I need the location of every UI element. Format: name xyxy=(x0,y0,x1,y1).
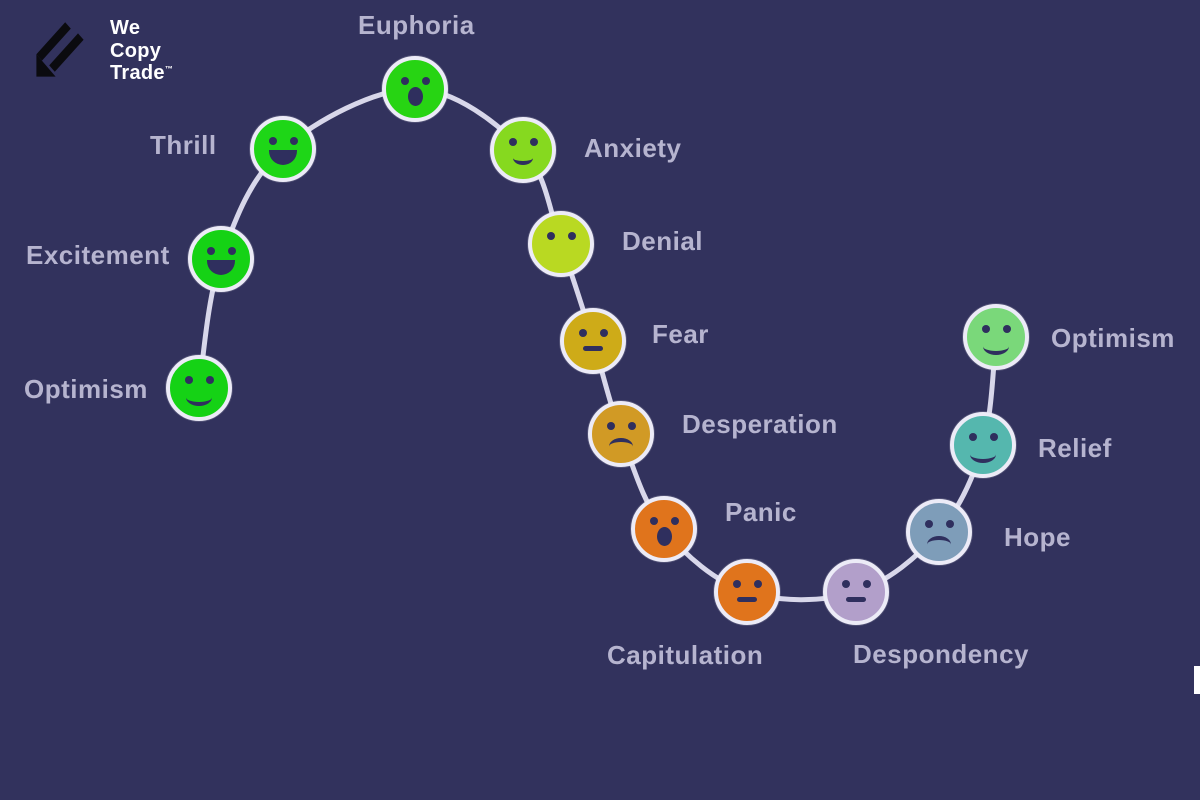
emotion-label-euphoria: Euphoria xyxy=(358,10,475,40)
emotion-face-hope xyxy=(906,499,972,565)
emotion-face-euphoria xyxy=(382,56,448,122)
face-mouth-smile-icon xyxy=(983,338,1009,355)
emotion-label-relief: Relief xyxy=(1038,433,1112,463)
face-eyes xyxy=(924,520,954,528)
face-eyes xyxy=(578,329,608,337)
left-eye-icon xyxy=(184,376,193,384)
face-mouth-frown-icon xyxy=(609,438,633,455)
right-eye-icon xyxy=(567,232,576,240)
brand-line-3: Trade™ xyxy=(110,62,174,85)
left-eye-icon xyxy=(578,329,587,337)
face-eyes xyxy=(649,517,679,525)
emotion-face-despondency xyxy=(823,559,889,625)
emotion-face-relief xyxy=(950,412,1016,478)
right-eye-icon xyxy=(421,77,430,85)
emotion-face-capitulation xyxy=(714,559,780,625)
right-eye-icon xyxy=(1002,325,1011,333)
right-eye-icon xyxy=(989,433,998,441)
face-eyes xyxy=(508,138,538,146)
emotion-label-excitement: Excitement xyxy=(26,240,170,270)
emotion-face-desperation xyxy=(588,401,654,467)
right-eye-icon xyxy=(945,520,954,528)
face-eyes xyxy=(400,77,430,85)
face-mouth-straight-icon xyxy=(737,597,757,602)
emotion-label-thrill: Thrill xyxy=(150,130,217,160)
emotion-face-thrill xyxy=(250,116,316,182)
left-eye-icon xyxy=(924,520,933,528)
right-eye-icon xyxy=(205,376,214,384)
emotion-label-despondency: Despondency xyxy=(853,639,1029,669)
emotion-label-panic: Panic xyxy=(725,497,797,527)
face-mouth-slight-smile-icon xyxy=(513,151,533,165)
face-eyes xyxy=(268,137,298,145)
face-eyes xyxy=(606,422,636,430)
face-mouth-smile-icon xyxy=(186,389,212,406)
brand-wordmark: We Copy Trade™ xyxy=(110,17,173,84)
right-eye-icon xyxy=(862,580,871,588)
right-eye-icon xyxy=(670,517,679,525)
left-eye-icon xyxy=(508,138,517,146)
face-eyes xyxy=(206,247,236,255)
right-eye-icon xyxy=(627,422,636,430)
screen-edge-artifact xyxy=(1194,666,1200,694)
left-eye-icon xyxy=(841,580,850,588)
emotion-label-hope: Hope xyxy=(1004,522,1071,552)
emotion-label-optimism-right: Optimism xyxy=(1051,323,1175,353)
emotion-face-optimism-right xyxy=(963,304,1029,370)
emotion-label-capitulation: Capitulation xyxy=(607,640,764,670)
face-mouth-frown-icon xyxy=(927,536,951,553)
left-eye-icon xyxy=(268,137,277,145)
left-eye-icon xyxy=(968,433,977,441)
face-mouth-straight-icon xyxy=(583,346,603,351)
left-eye-icon xyxy=(546,232,555,240)
right-eye-icon xyxy=(599,329,608,337)
brand-logo: We Copy Trade™ xyxy=(30,16,173,86)
emotion-face-excitement xyxy=(188,226,254,292)
face-mouth-surprised-icon xyxy=(407,87,423,106)
emotion-label-optimism-left: Optimism xyxy=(24,374,148,404)
left-eye-icon xyxy=(606,422,615,430)
right-eye-icon xyxy=(227,247,236,255)
face-eyes xyxy=(732,580,762,588)
brand-line-2: Copy xyxy=(110,39,162,62)
trademark-symbol: ™ xyxy=(164,64,174,74)
face-mouth-grin-icon xyxy=(207,260,235,275)
emotion-face-anxiety xyxy=(490,117,556,183)
face-eyes xyxy=(841,580,871,588)
right-eye-icon xyxy=(289,137,298,145)
brand-line-1: We xyxy=(110,17,141,40)
emotion-label-fear: Fear xyxy=(652,319,709,349)
emotion-label-desperation: Desperation xyxy=(682,409,838,439)
left-eye-icon xyxy=(649,517,658,525)
emotion-face-optimism-left xyxy=(166,355,232,421)
right-eye-icon xyxy=(753,580,762,588)
emotion-face-denial xyxy=(528,211,594,277)
emotion-face-panic xyxy=(631,496,697,562)
left-eye-icon xyxy=(400,77,409,85)
right-eye-icon xyxy=(529,138,538,146)
left-eye-icon xyxy=(981,325,990,333)
logo-mark-icon xyxy=(36,22,84,77)
face-mouth-smile-icon xyxy=(970,446,996,463)
face-eyes xyxy=(981,325,1011,333)
emotion-label-anxiety: Anxiety xyxy=(584,133,682,163)
face-eyes xyxy=(546,232,576,240)
face-eyes xyxy=(184,376,214,384)
left-eye-icon xyxy=(206,247,215,255)
emotion-label-denial: Denial xyxy=(622,226,704,256)
face-eyes xyxy=(968,433,998,441)
face-mouth-grin-icon xyxy=(269,150,297,165)
left-eye-icon xyxy=(732,580,741,588)
emotion-face-fear xyxy=(560,308,626,374)
face-mouth-straight-icon xyxy=(846,597,866,602)
face-mouth-surprised-icon xyxy=(656,527,672,546)
